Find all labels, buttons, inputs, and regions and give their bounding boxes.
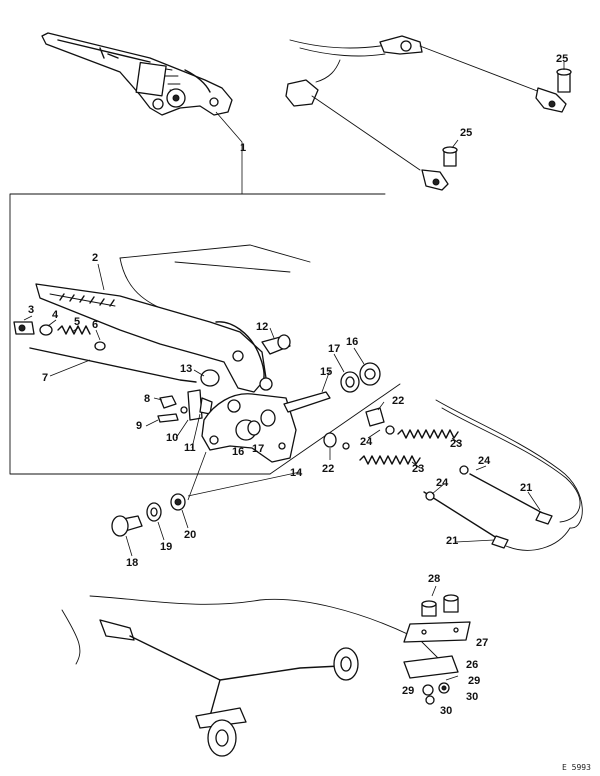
handbrake-lever-assembly [41, 32, 233, 116]
callout-21a: 21 [520, 482, 532, 494]
exploded-bracket [9, 193, 386, 475]
release-rod-part-7 [29, 347, 197, 383]
pawl-parts [157, 389, 213, 423]
callout-22a: 22 [392, 395, 404, 407]
washers-16-17 [247, 362, 381, 436]
leaders-center [187, 451, 301, 501]
callout-9: 9 [136, 420, 142, 432]
callout-7: 7 [42, 372, 48, 384]
callout-19: 19 [160, 541, 172, 553]
callout-16b: 16 [232, 446, 244, 458]
callout-4: 4 [52, 309, 59, 321]
callout-24a: 24 [360, 436, 373, 448]
callout-23b: 23 [412, 463, 424, 475]
cable-assembly-top [285, 35, 572, 191]
callout-22b: 22 [322, 463, 334, 475]
bracket-parts-26-30 [403, 585, 471, 705]
callout-18: 18 [126, 557, 138, 569]
callout-5: 5 [74, 316, 80, 328]
callout-24b: 24 [478, 455, 491, 467]
callout-3: 3 [28, 304, 34, 316]
callout-30b: 30 [440, 705, 452, 717]
bolt-washers-18-19-20 [111, 493, 186, 537]
pawl-rod-parts [13, 321, 106, 351]
callout-20: 20 [184, 529, 196, 541]
callout-10: 10 [166, 432, 178, 444]
callout-17b: 17 [252, 443, 264, 455]
callout-23a: 23 [450, 438, 462, 450]
callout-13: 13 [180, 363, 192, 375]
callout-30a: 30 [466, 691, 478, 703]
callout-8: 8 [144, 393, 150, 405]
callout-27: 27 [476, 637, 488, 649]
callout-17a: 17 [328, 343, 340, 355]
callout-29b: 29 [402, 685, 414, 697]
leader-1 [215, 111, 243, 194]
callout-labels: 1 2 3 4 5 6 7 8 9 10 11 12 13 14 15 16 1… [28, 53, 568, 717]
callout-6: 6 [92, 319, 98, 331]
callout-11: 11 [184, 442, 196, 454]
callout-12: 12 [256, 321, 268, 333]
cable-springs-right [269, 383, 583, 551]
callout-25a: 25 [556, 53, 568, 65]
callout-15: 15 [320, 366, 332, 378]
callout-26: 26 [466, 659, 478, 671]
callout-24c: 24 [436, 477, 449, 489]
callout-1: 1 [240, 142, 246, 154]
figure-reference-code: E 5993 [562, 763, 591, 772]
callout-28: 28 [428, 573, 440, 585]
handbrake-lever-part-2 [35, 283, 273, 393]
callout-25b: 25 [460, 127, 472, 139]
callout-29a: 29 [468, 675, 480, 687]
bush-part-13 [200, 369, 220, 387]
callout-14: 14 [290, 467, 303, 479]
callout-2: 2 [92, 252, 98, 264]
callout-16a: 16 [346, 336, 358, 348]
floor-linkage-bottom [61, 595, 441, 757]
callout-21b: 21 [446, 535, 458, 547]
pin-part-12 [261, 334, 291, 355]
callout-leaders [23, 263, 541, 557]
shaft-part-15 [260, 391, 331, 427]
